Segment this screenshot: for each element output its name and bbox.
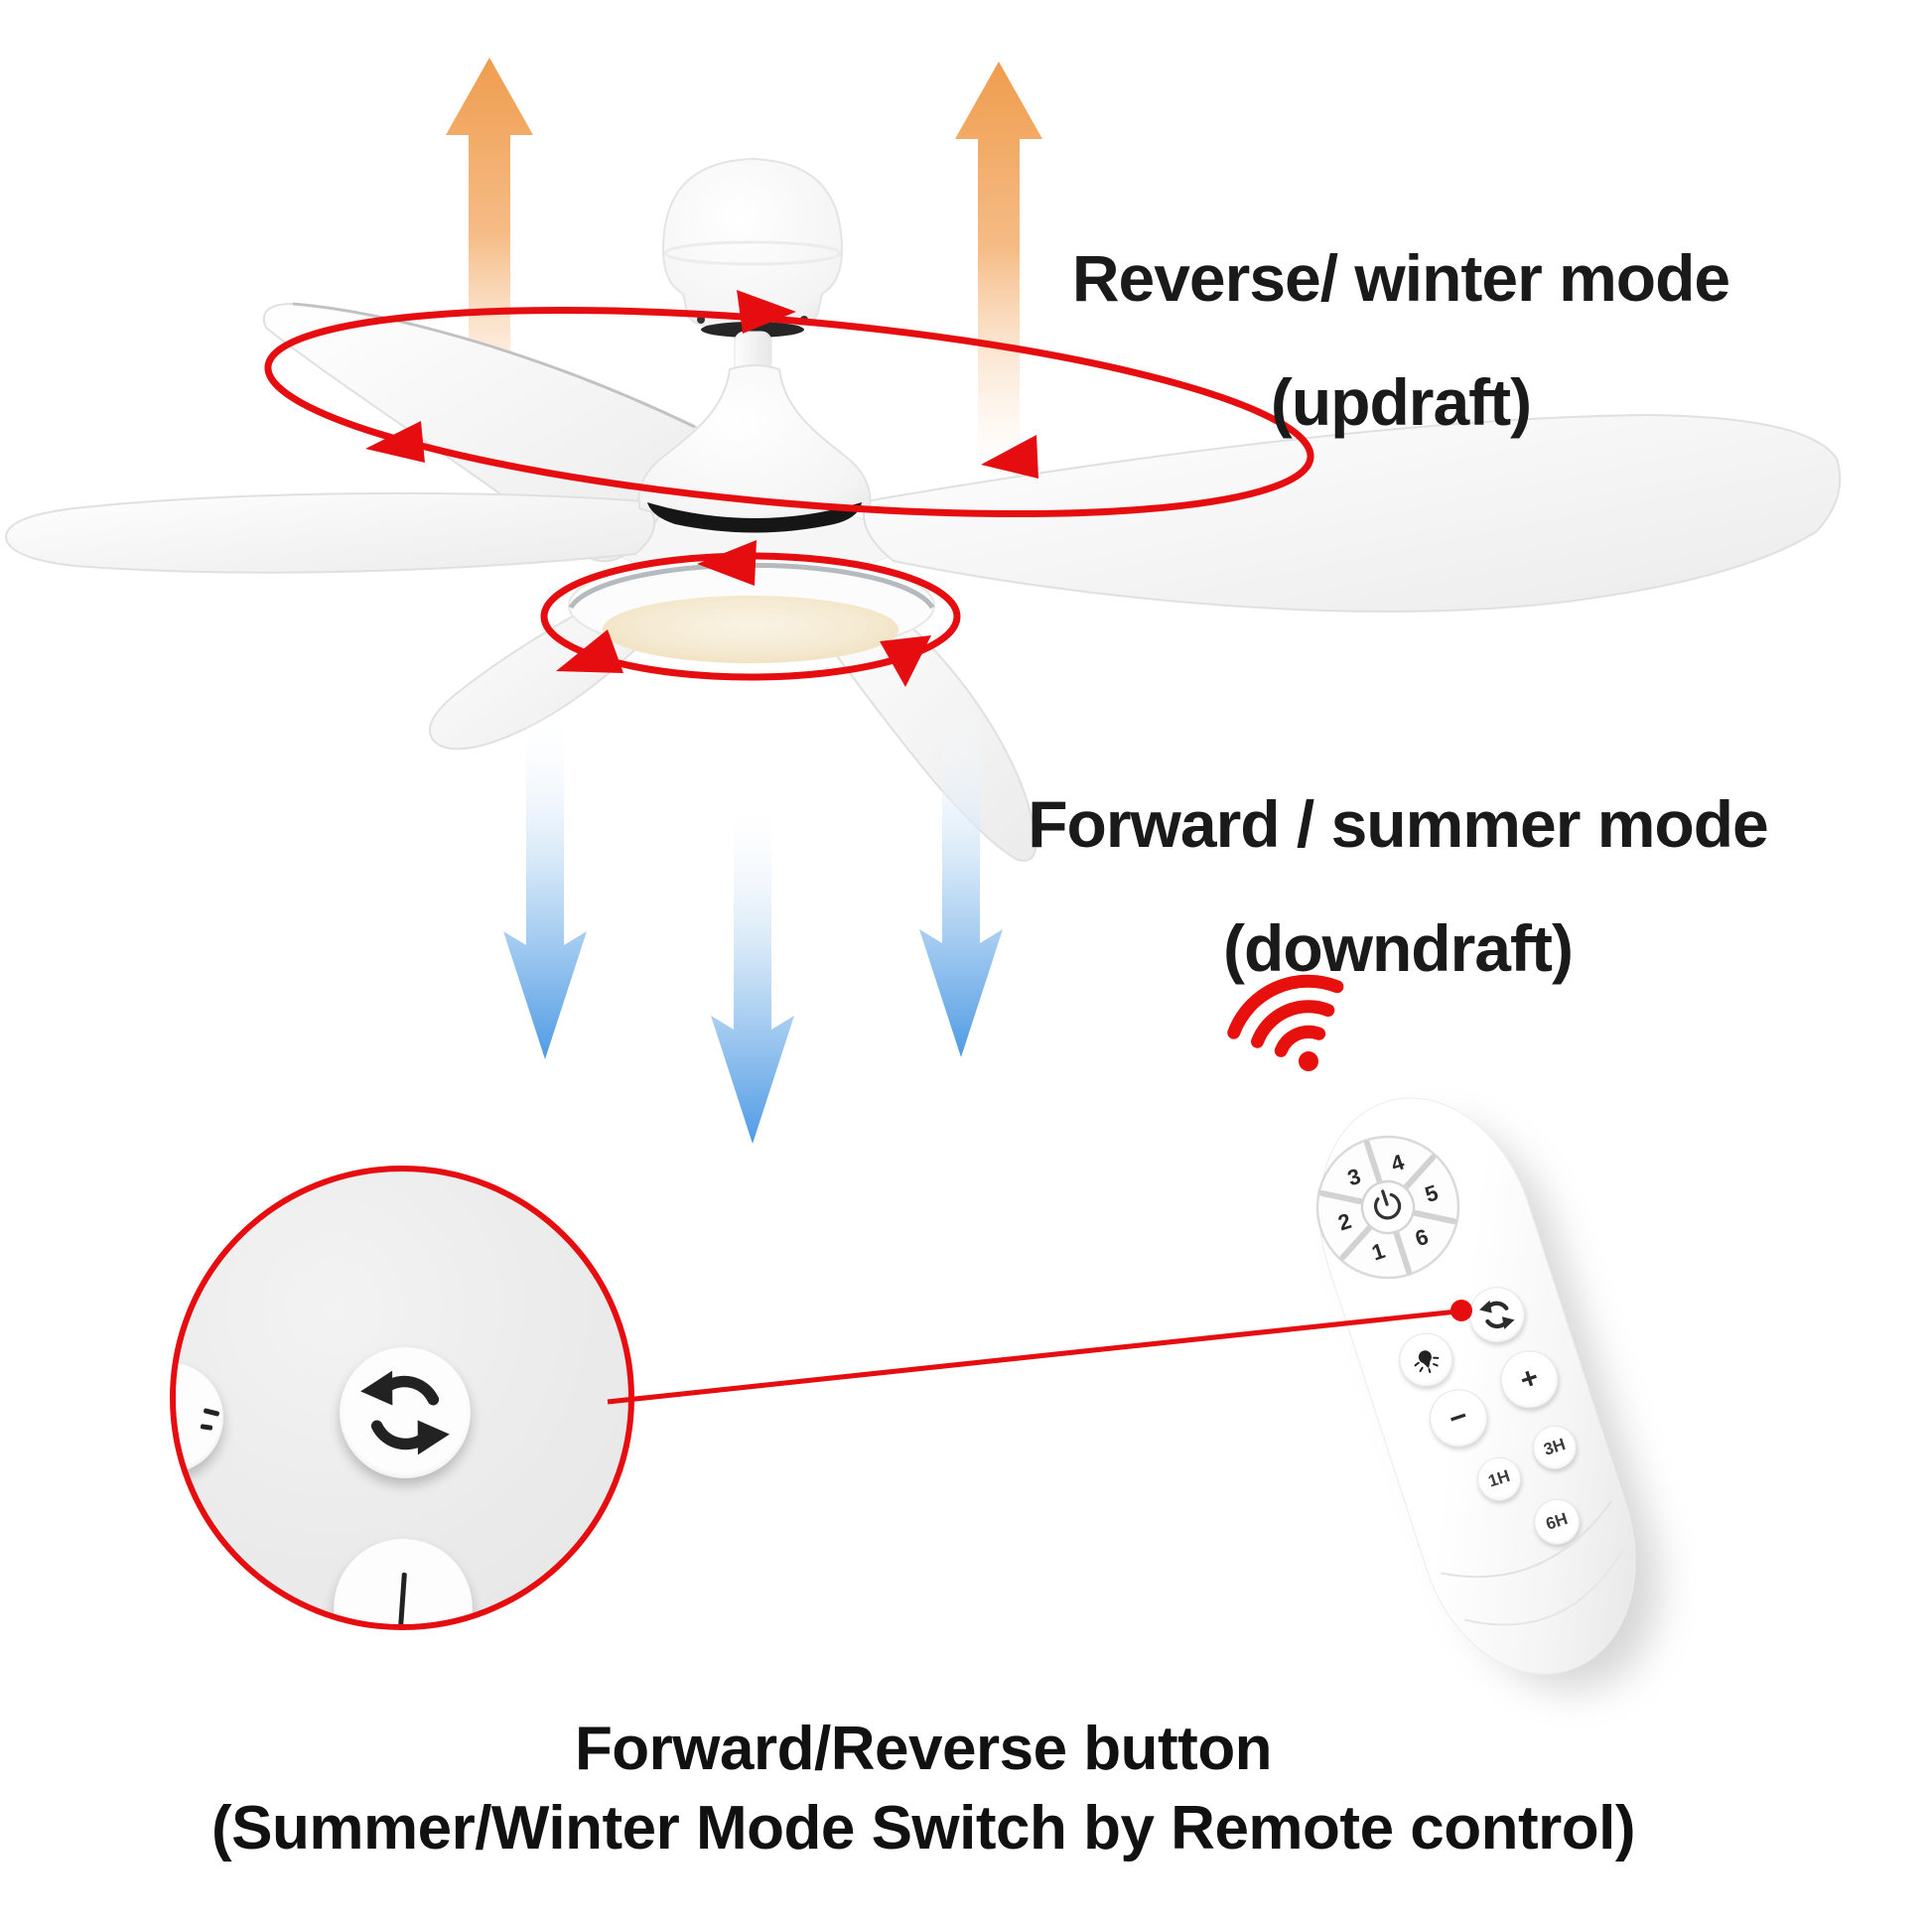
magnified-light-button-partial [176,1362,223,1473]
ceiling-canopy [661,157,844,338]
bottom-caption: Forward/Reverse button (Summer/Winter Mo… [179,1710,1668,1868]
down-arrow-icon [711,794,794,1144]
downdraft-arrows [503,707,1003,1144]
magnified-forward-reverse-icon [360,1370,450,1455]
downrod [734,331,772,472]
reverse-mode-subtitle: (updraft) [1270,365,1532,439]
forward-mode-label: Forward / summer mode (downdraft) [951,762,1845,1011]
caption-line2: (Summer/Winter Mode Switch by Remote con… [210,1794,1636,1863]
callout-line [607,1309,1458,1405]
power-button [1360,1179,1416,1235]
rotation-ring-bottom-arrowheads [556,540,931,687]
fan-blade [4,491,655,574]
fan-blade [428,579,667,751]
forward-reverse-icon [1479,1300,1515,1329]
speed-pad-dividers [1318,1140,1457,1275]
forward-mode-title: Forward / summer mode [1028,787,1769,861]
forward-reverse-button [1461,1280,1533,1350]
magnified-forward-reverse-button [340,1347,471,1478]
caption-line1: Forward/Reverse button [574,1715,1273,1783]
up-arrow-icon [446,58,533,449]
power-icon [1374,1189,1402,1220]
magnifier-circle [170,1166,634,1630]
rotation-ring-top-arrowheads [365,290,1038,479]
fan-blade [262,302,702,563]
led-light-ring [568,555,935,663]
reverse-mode-label: Reverse/ winter mode (updraft) [954,216,1848,465]
remote-control: 1 2 3 4 5 6 [1285,1068,1670,1704]
remote-body-seams [1441,1500,1624,1626]
blade-hub [605,507,904,577]
forward-mode-subtitle: (downdraft) [1223,911,1574,985]
motor-housing [637,364,872,533]
reverse-mode-title: Reverse/ winter mode [1071,241,1730,315]
down-arrow-icon [503,707,587,1059]
speed-pad: 1 2 3 4 5 6 [1315,1135,1460,1280]
light-lens [603,596,898,663]
rotation-ring-bottom [540,552,961,681]
updraft-arrows [446,58,1042,475]
